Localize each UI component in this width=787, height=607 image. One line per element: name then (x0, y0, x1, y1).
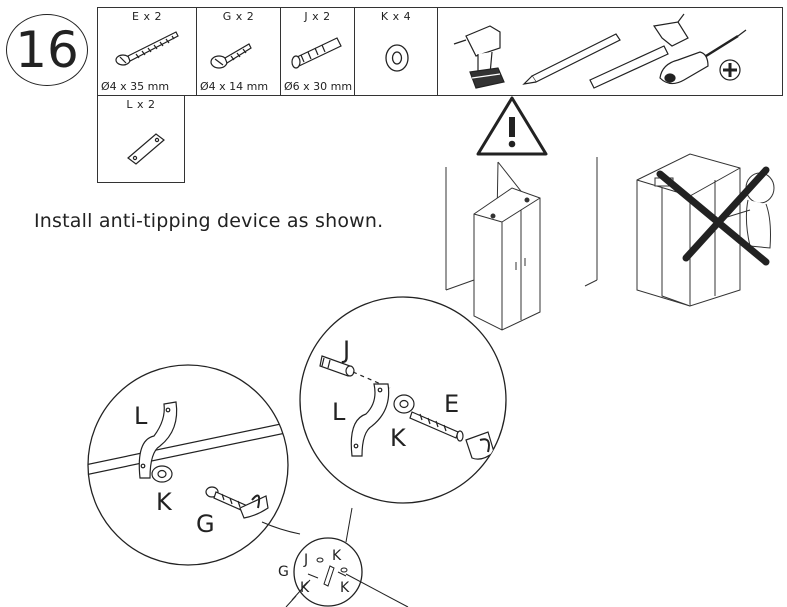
part-quantity: J x 2 (304, 10, 331, 23)
short-screw-icon (210, 43, 252, 69)
label-k-small: K (340, 580, 350, 596)
label-g-small: G (278, 564, 289, 580)
label-j: J (341, 336, 350, 364)
label-l: L (332, 398, 346, 426)
label-g: G (196, 510, 215, 538)
long-screw-icon (115, 31, 179, 66)
part-spec: Ø6 x 30 mm (284, 80, 353, 93)
part-cell-l: L x 2 (97, 95, 185, 183)
label-k-small: K (332, 548, 342, 564)
hammer-icon (589, 13, 689, 89)
label-j-small: J (303, 552, 308, 568)
label-k: K (156, 488, 173, 516)
label-k-small: K (300, 580, 310, 596)
pencil-icon (522, 33, 621, 85)
part-cell-j: J x 2 Ø6 x 30 mm (281, 8, 355, 95)
part-quantity: L x 2 (126, 98, 156, 111)
step-number-badge: 16 (6, 14, 88, 86)
part-quantity: G x 2 (222, 10, 255, 23)
screwdriver-icon (659, 29, 747, 85)
part-cell-k: K x 4 (355, 8, 438, 95)
label-l: L (134, 402, 148, 430)
part-quantity: E x 2 (132, 10, 162, 23)
tools-cell (438, 8, 782, 95)
label-e: E (444, 390, 459, 418)
step-number: 16 (15, 21, 79, 79)
strap-bracket-icon (127, 133, 165, 165)
part-cell-g: G x 2 Ø4 x 14 mm (197, 8, 281, 95)
label-k: K (390, 424, 407, 452)
instruction-text: Install anti-tipping device as shown. (34, 210, 384, 232)
drill-icon (453, 25, 505, 89)
part-spec: Ø4 x 14 mm (200, 80, 269, 93)
part-quantity: K x 4 (380, 10, 412, 23)
hardware-parts-table: E x 2 Ø4 x 35 mm G x 2 Ø4 x 14 mm J x 2 (97, 7, 783, 96)
part-spec: Ø4 x 35 mm (101, 80, 170, 93)
part-cell-e: E x 2 Ø4 x 35 mm (98, 8, 197, 95)
wall-plug-icon (291, 37, 342, 69)
washer-icon (385, 44, 409, 72)
